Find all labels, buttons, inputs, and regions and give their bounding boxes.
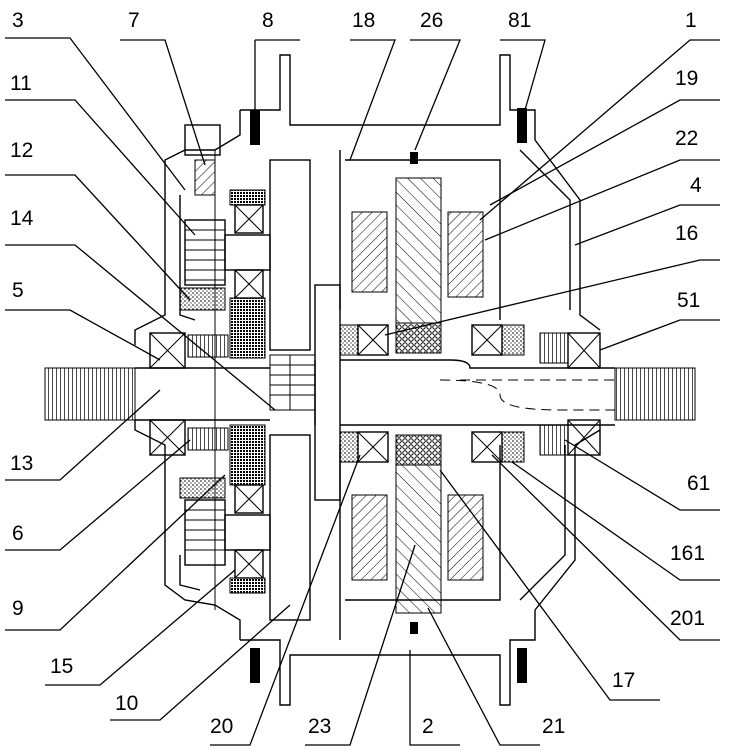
label-10: 10 <box>115 692 138 715</box>
label-26: 26 <box>420 9 443 32</box>
axle-shaft <box>45 360 695 425</box>
label-2: 2 <box>422 715 434 738</box>
label-22: 22 <box>675 127 698 150</box>
label-16: 16 <box>675 222 698 245</box>
label-17: 17 <box>612 669 635 692</box>
label-18: 18 <box>352 9 375 32</box>
label-20: 20 <box>210 715 233 738</box>
label-6: 6 <box>12 522 24 545</box>
label-14: 14 <box>10 207 34 230</box>
label-161: 161 <box>670 542 705 565</box>
label-11: 11 <box>10 72 32 95</box>
label-4: 4 <box>690 174 702 197</box>
left-bearings <box>150 333 228 455</box>
label-201: 201 <box>670 607 705 630</box>
label-13: 13 <box>10 452 33 475</box>
motor-windings <box>352 178 483 613</box>
label-8: 8 <box>262 9 274 32</box>
label-51: 51 <box>677 289 700 312</box>
label-1: 1 <box>685 9 697 32</box>
right-bearings <box>540 333 600 455</box>
label-23: 23 <box>308 715 331 738</box>
planet-bearings <box>230 190 265 593</box>
label-61: 61 <box>687 472 710 495</box>
label-7: 7 <box>128 9 140 32</box>
label-12: 12 <box>10 139 33 162</box>
label-15: 15 <box>50 655 73 678</box>
bolt-7 <box>185 125 220 195</box>
label-9: 9 <box>12 597 24 620</box>
label-21: 21 <box>542 715 565 738</box>
label-19: 19 <box>675 67 698 90</box>
label-5: 5 <box>12 279 24 302</box>
gear-plate <box>270 160 340 620</box>
label-81: 81 <box>508 9 531 32</box>
label-3: 3 <box>12 9 24 32</box>
